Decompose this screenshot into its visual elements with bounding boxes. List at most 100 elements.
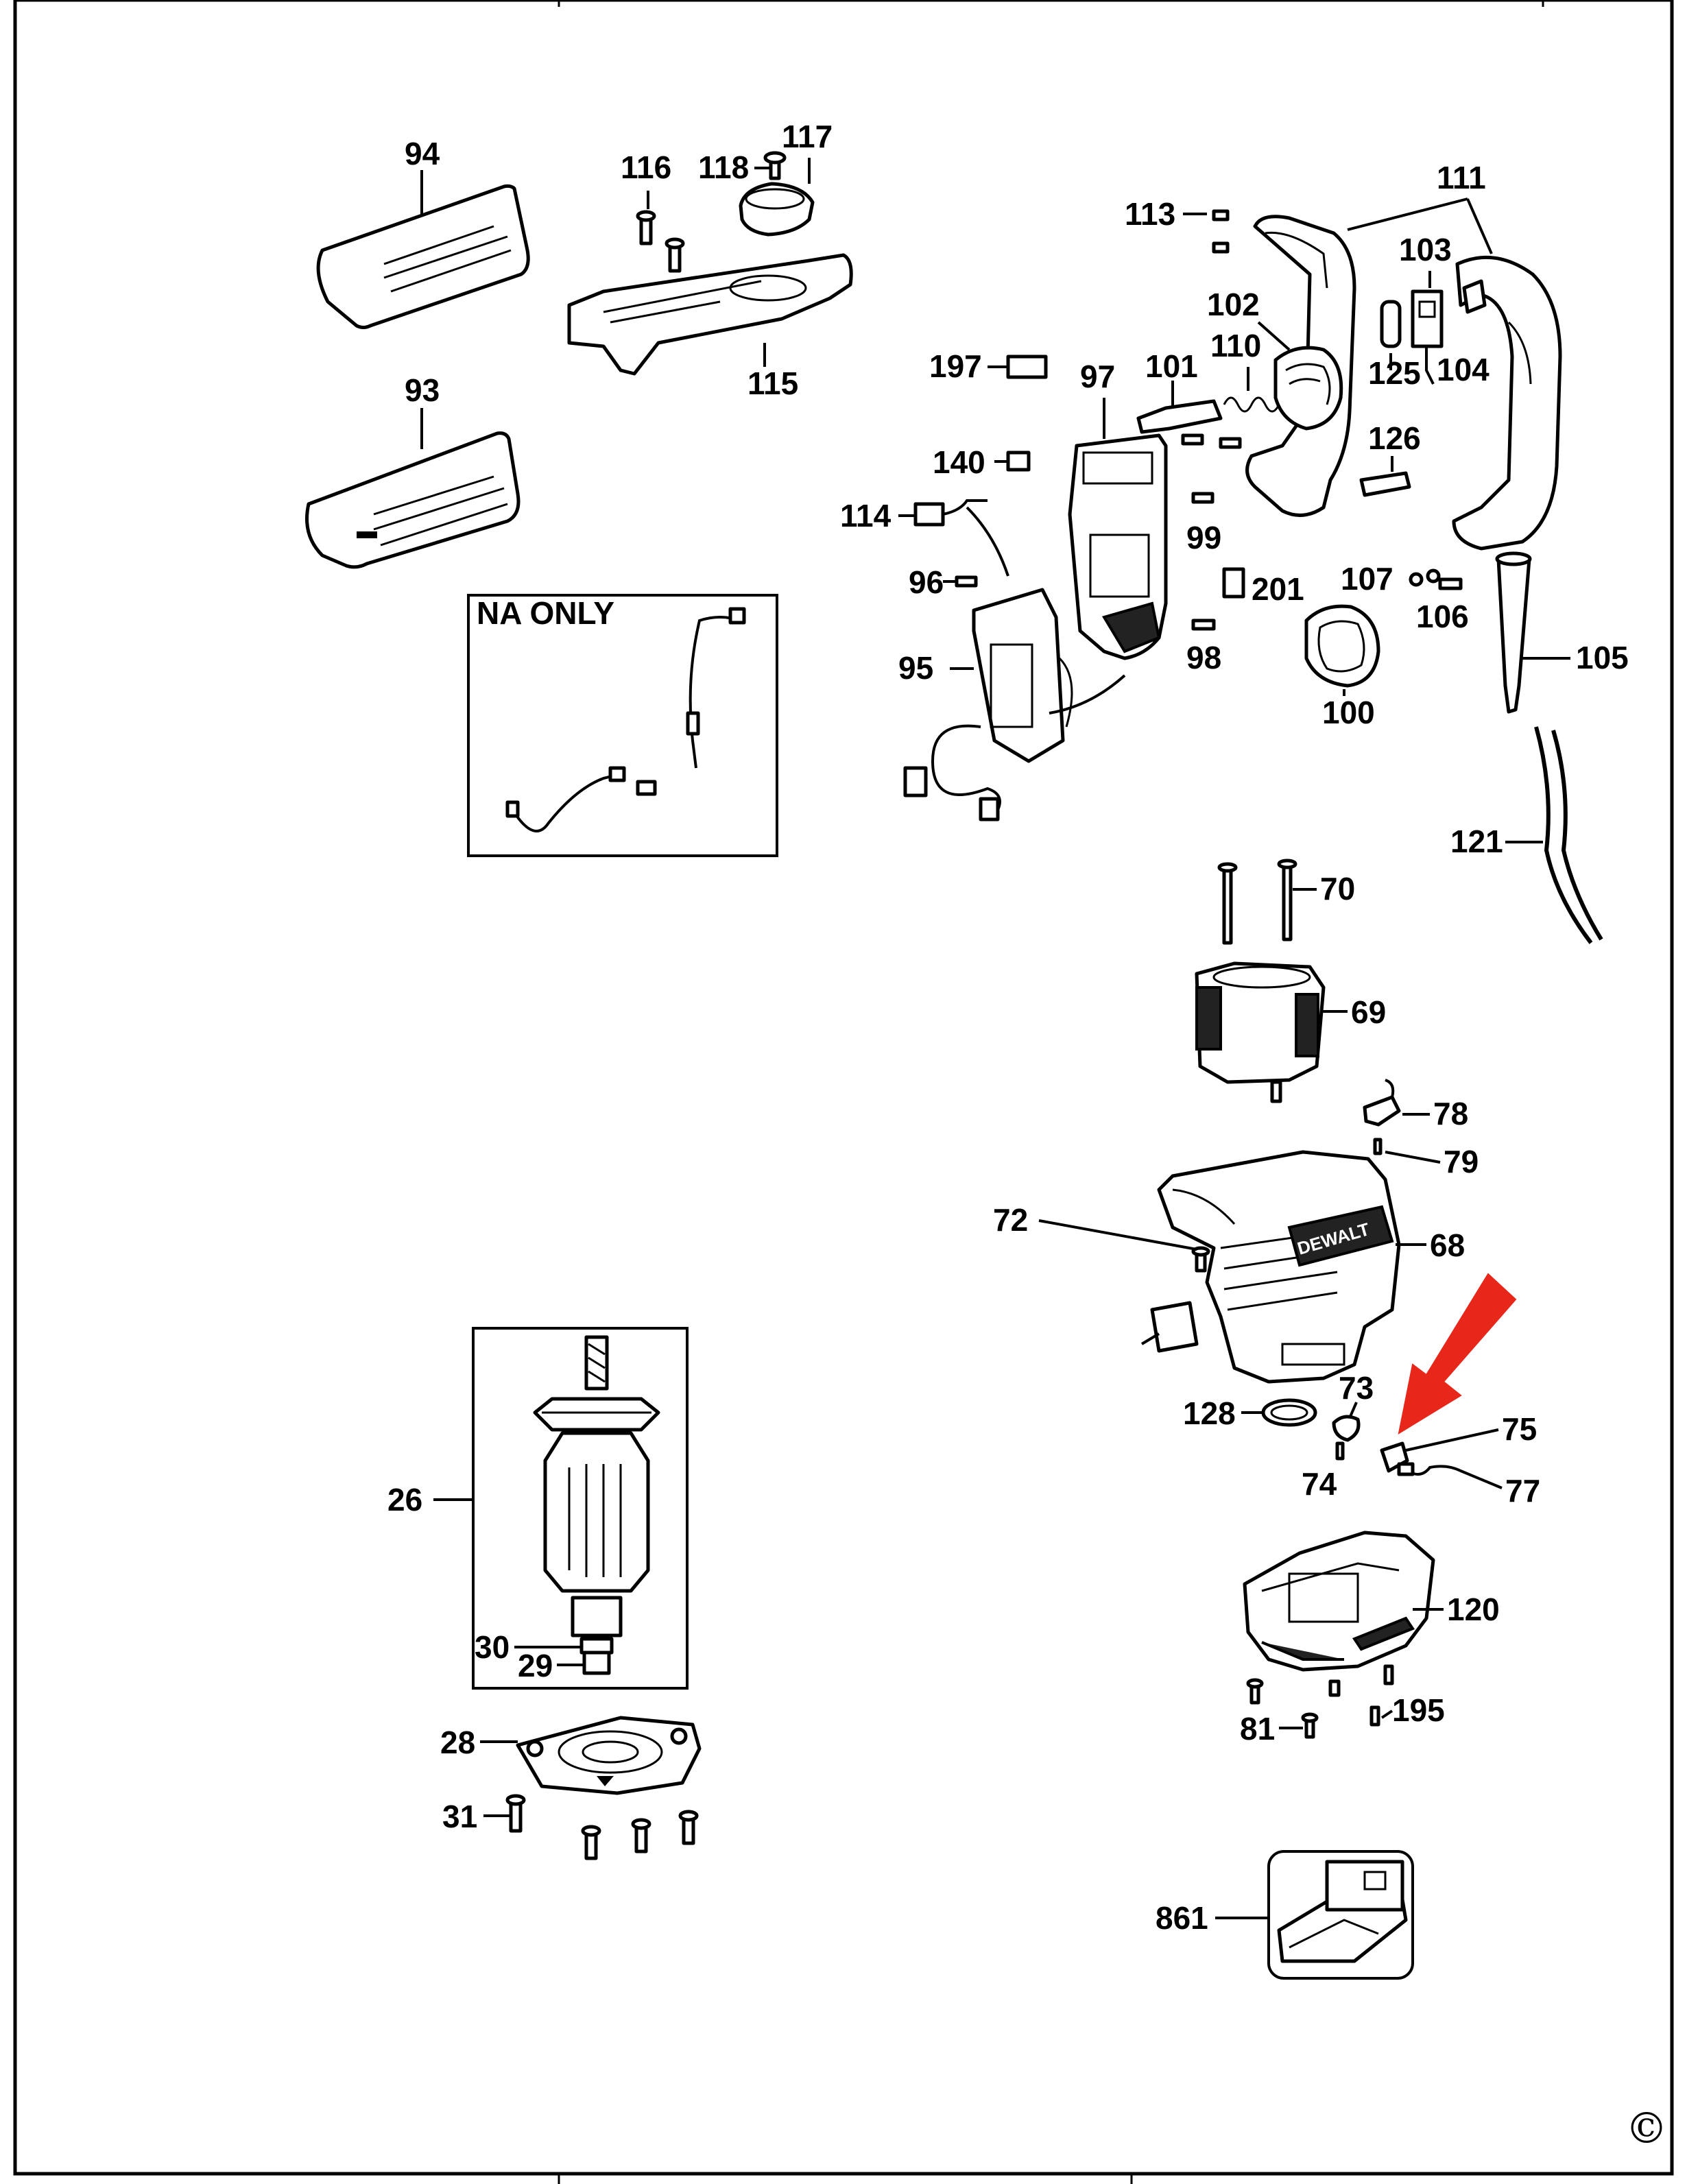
label-30: 30 xyxy=(475,1629,510,1665)
label-120: 120 xyxy=(1447,1592,1500,1627)
label-115: 115 xyxy=(747,365,798,401)
copyright-symbol: © xyxy=(1625,2103,1668,2153)
label-94: 94 xyxy=(405,136,440,171)
part-126-plate xyxy=(1359,471,1411,497)
part-107-clip xyxy=(1409,568,1463,590)
label-31: 31 xyxy=(442,1799,477,1834)
label-195: 195 xyxy=(1392,1692,1445,1728)
label-126: 126 xyxy=(1368,420,1421,456)
label-105: 105 xyxy=(1576,640,1629,675)
label-75: 75 xyxy=(1502,1411,1537,1447)
part-113-screws xyxy=(1212,209,1230,254)
label-99: 99 xyxy=(1186,520,1221,555)
part-110-spring xyxy=(1223,396,1280,413)
label-197: 197 xyxy=(929,348,982,384)
label-104: 104 xyxy=(1437,352,1489,387)
label-111: 111 xyxy=(1437,160,1486,195)
part-28-bearing-plate xyxy=(516,1716,702,1795)
label-106: 106 xyxy=(1416,599,1469,634)
label-114: 114 xyxy=(840,498,892,533)
label-68: 68 xyxy=(1430,1227,1465,1263)
label-74: 74 xyxy=(1302,1466,1337,1502)
part-95-electronics xyxy=(903,588,1126,821)
page-frame xyxy=(13,0,1674,2184)
part-128-ring xyxy=(1261,1398,1317,1427)
part-140-connector xyxy=(1006,451,1031,472)
part-69-field-stator xyxy=(1195,961,1326,1103)
part-74-screw xyxy=(1335,1441,1345,1461)
part-73-brush-spring xyxy=(1332,1415,1361,1442)
part-81-screws xyxy=(1246,1678,1319,1739)
label-861: 861 xyxy=(1156,1900,1208,1936)
part-114-capacitor xyxy=(913,499,1009,577)
label-81: 81 xyxy=(1240,1711,1275,1747)
label-93: 93 xyxy=(405,372,440,408)
label-96: 96 xyxy=(909,564,944,600)
part-103-switch xyxy=(1411,289,1444,385)
part-94-side-cover xyxy=(316,184,530,329)
part-111-handle-half-right xyxy=(1452,255,1562,551)
label-77: 77 xyxy=(1505,1473,1540,1509)
part-93-side-cover xyxy=(305,431,521,569)
part-101-plunger xyxy=(1136,399,1223,434)
part-116-screws xyxy=(636,210,685,273)
label-100: 100 xyxy=(1322,695,1375,730)
part-125-trigger xyxy=(1380,300,1402,348)
label-110: 110 xyxy=(1210,328,1261,363)
part-72-screw xyxy=(1191,1246,1210,1273)
label-28: 28 xyxy=(440,1725,475,1760)
na-only-label: NA ONLY xyxy=(477,595,614,631)
part-96-screw xyxy=(955,575,978,588)
label-26: 26 xyxy=(387,1482,422,1517)
label-103: 103 xyxy=(1399,232,1452,267)
part-bracket-small xyxy=(1140,1301,1199,1353)
label-72: 72 xyxy=(993,1202,1028,1238)
label-118: 118 xyxy=(698,149,749,185)
part-102-damper xyxy=(1273,346,1343,431)
label-107: 107 xyxy=(1341,561,1393,597)
part-77-lead xyxy=(1397,1462,1503,1489)
highlight-arrow xyxy=(1398,1273,1517,1435)
label-117: 117 xyxy=(782,119,833,154)
label-78: 78 xyxy=(1433,1096,1468,1131)
label-121: 121 xyxy=(1450,824,1503,859)
label-113: 113 xyxy=(1125,196,1175,232)
part-105-cord-guard xyxy=(1495,551,1532,714)
label-101: 101 xyxy=(1145,348,1198,384)
label-116: 116 xyxy=(621,149,671,185)
label-102: 102 xyxy=(1207,287,1260,322)
part-26-armature xyxy=(472,1327,689,1690)
part-117-knob xyxy=(739,151,815,237)
label-125: 125 xyxy=(1368,355,1421,391)
label-69: 69 xyxy=(1351,994,1386,1030)
label-79: 79 xyxy=(1444,1144,1479,1179)
label-70: 70 xyxy=(1320,871,1355,907)
label-95: 95 xyxy=(898,650,933,686)
label-201: 201 xyxy=(1252,571,1304,607)
label-29: 29 xyxy=(518,1648,553,1683)
part-79-screw xyxy=(1373,1138,1383,1155)
part-121-power-cord xyxy=(1534,726,1603,944)
part-861-carry-case xyxy=(1267,1850,1414,1980)
part-100-gasket xyxy=(1304,604,1380,688)
part-201-tag xyxy=(1222,567,1245,599)
part-120-rear-cover xyxy=(1243,1531,1435,1672)
part-99-screw xyxy=(1181,433,1242,504)
part-70-bolts xyxy=(1217,859,1297,945)
label-98: 98 xyxy=(1186,640,1221,675)
part-78-brush-holder xyxy=(1363,1079,1401,1127)
label-97: 97 xyxy=(1080,359,1115,394)
part-111-handle-half-left xyxy=(1245,215,1356,517)
part-195-screws xyxy=(1328,1664,1394,1727)
part-115-top-cover xyxy=(567,253,853,376)
part-197-label xyxy=(1006,355,1048,379)
label-128: 128 xyxy=(1183,1395,1236,1431)
label-73: 73 xyxy=(1339,1370,1374,1406)
part-98-screw xyxy=(1191,619,1216,631)
label-140: 140 xyxy=(933,444,985,480)
na-only-box: NA ONLY xyxy=(467,594,778,857)
part-31-screws xyxy=(505,1794,699,1860)
part-97-rear-housing xyxy=(1068,433,1168,660)
part-68-motor-housing: DEWALT xyxy=(1157,1150,1401,1384)
